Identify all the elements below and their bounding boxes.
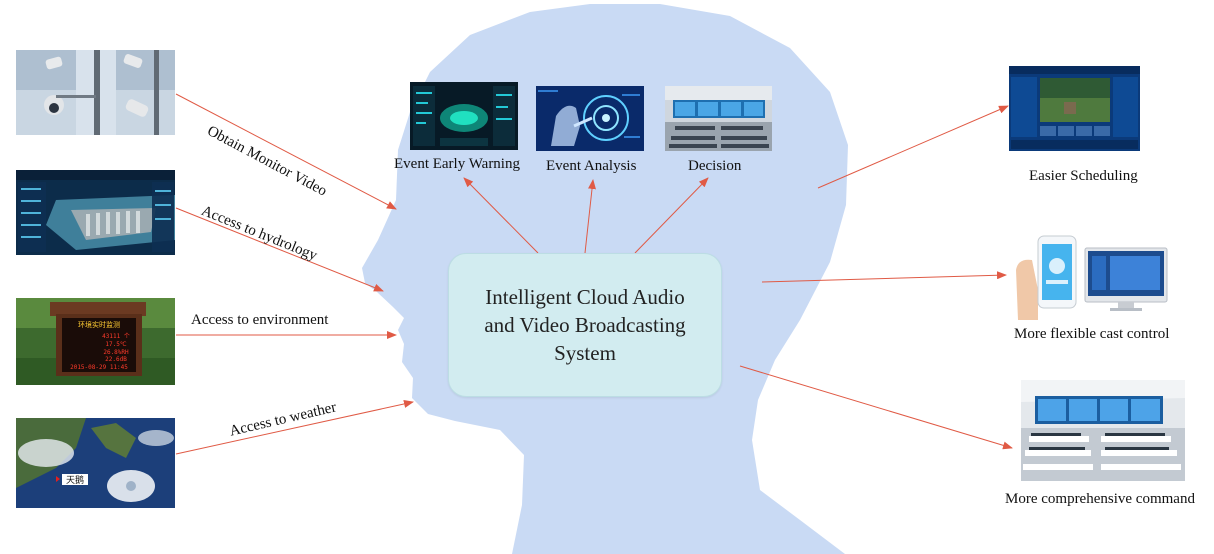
label-event-early-warning: Event Early Warning [394,156,520,172]
environment-monitor-sign-image: 环境实时监测 43111 个 17.5℃ 26.8%RH 22.6dB 2015… [16,298,175,385]
hydrology-dam-image [16,170,175,255]
label-flexible-cast-control: More flexible cast control [1014,326,1170,342]
arrow-to-decision [634,177,709,254]
label-access-environment: Access to environment [191,312,329,328]
central-title-line-1: Intelligent Cloud Audio [485,285,685,309]
scheduling-software-image [1009,66,1140,151]
label-comprehensive-command: More comprehensive command [1005,491,1195,507]
central-title-line-3: System [554,341,616,365]
arrow-scheduling [817,105,1009,189]
central-title-line-2: and Video Broadcasting [484,313,686,337]
typhoon-label: 天鹅 [66,474,84,486]
arrow-command [739,365,1013,450]
label-event-analysis: Event Analysis [546,158,637,174]
sign-value-3: 26.8%RH [103,349,129,356]
sign-timestamp: 2015-08-29 11:45 [70,364,128,371]
cast-control-devices-image [1008,230,1170,320]
cctv-cameras-image [16,50,175,135]
central-system-box: Intelligent Cloud Audio and Video Broadc… [448,253,722,397]
label-decision: Decision [688,158,742,174]
arrow-monitor [175,93,397,210]
arrow-weather [175,400,414,455]
event-analysis-ai-image [536,86,644,151]
early-warning-dashboard-image [410,82,518,150]
label-easier-scheduling: Easier Scheduling [1029,168,1138,184]
sign-value-2: 17.5℃ [105,341,126,348]
arrow-cast [761,271,1007,283]
arrow-to-analysis [584,179,596,254]
decision-control-room-image [665,86,772,151]
command-center-image [1021,380,1185,481]
sign-value-1: 43111 个 [102,333,130,340]
central-system-title: Intelligent Cloud Audio and Video Broadc… [484,283,685,367]
sign-value-4: 22.6dB [105,356,127,363]
arrow-to-warning [463,177,539,254]
sign-title: 环境实时监测 [78,320,120,329]
arrow-hydrology [175,207,384,292]
weather-satellite-image: 天鹅 [16,418,175,508]
